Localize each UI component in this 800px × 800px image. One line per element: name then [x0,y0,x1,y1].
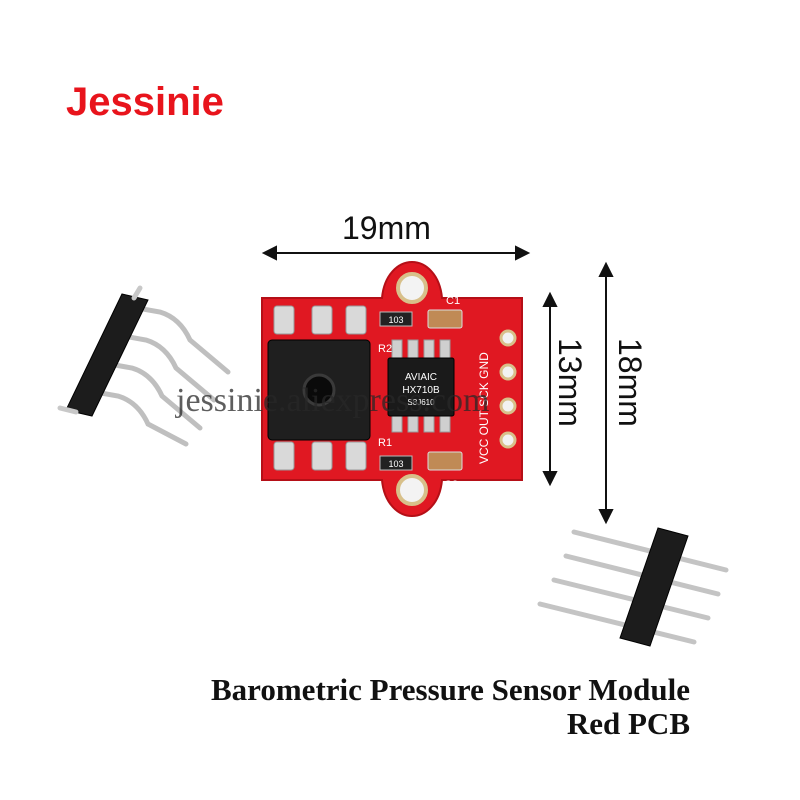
resistor-label-top: 103 [388,315,403,325]
silk-c1: C1 [446,295,460,307]
inner-height-dimension-arrow [542,291,558,487]
silk-pin-labels: VCC OUT SCK GND [477,352,491,464]
pcb-board: AVIAIC HX710B S8J610 103 103 C1 C2 R2 R1… [261,260,523,518]
chip-label-line2: HX710B [402,385,440,396]
caption-title: Barometric Pressure Sensor Module [210,672,690,707]
right-angle-pin-header [57,285,231,447]
straight-pin-header [537,527,729,647]
outer-height-dimension-arrow [598,261,614,525]
inner-height-dimension-label: 13mm [552,338,588,427]
brand-logo: Jessinie [66,80,224,124]
width-dimension-label: 19mm [342,210,431,246]
caption-subtitle: Red PCB [566,706,690,741]
silk-c2: C2 [444,479,458,491]
chip-label-line1: AVIAIC [405,372,437,383]
watermark: jessinie.aliexpress.com [176,382,490,419]
chip-label-line3: S8J610 [407,398,435,407]
width-dimension-arrow [261,245,531,261]
silk-r2: R2 [378,343,392,355]
resistor-label-bottom: 103 [388,459,403,469]
outer-height-dimension-label: 18mm [612,338,648,427]
silk-r1: R1 [378,437,392,449]
